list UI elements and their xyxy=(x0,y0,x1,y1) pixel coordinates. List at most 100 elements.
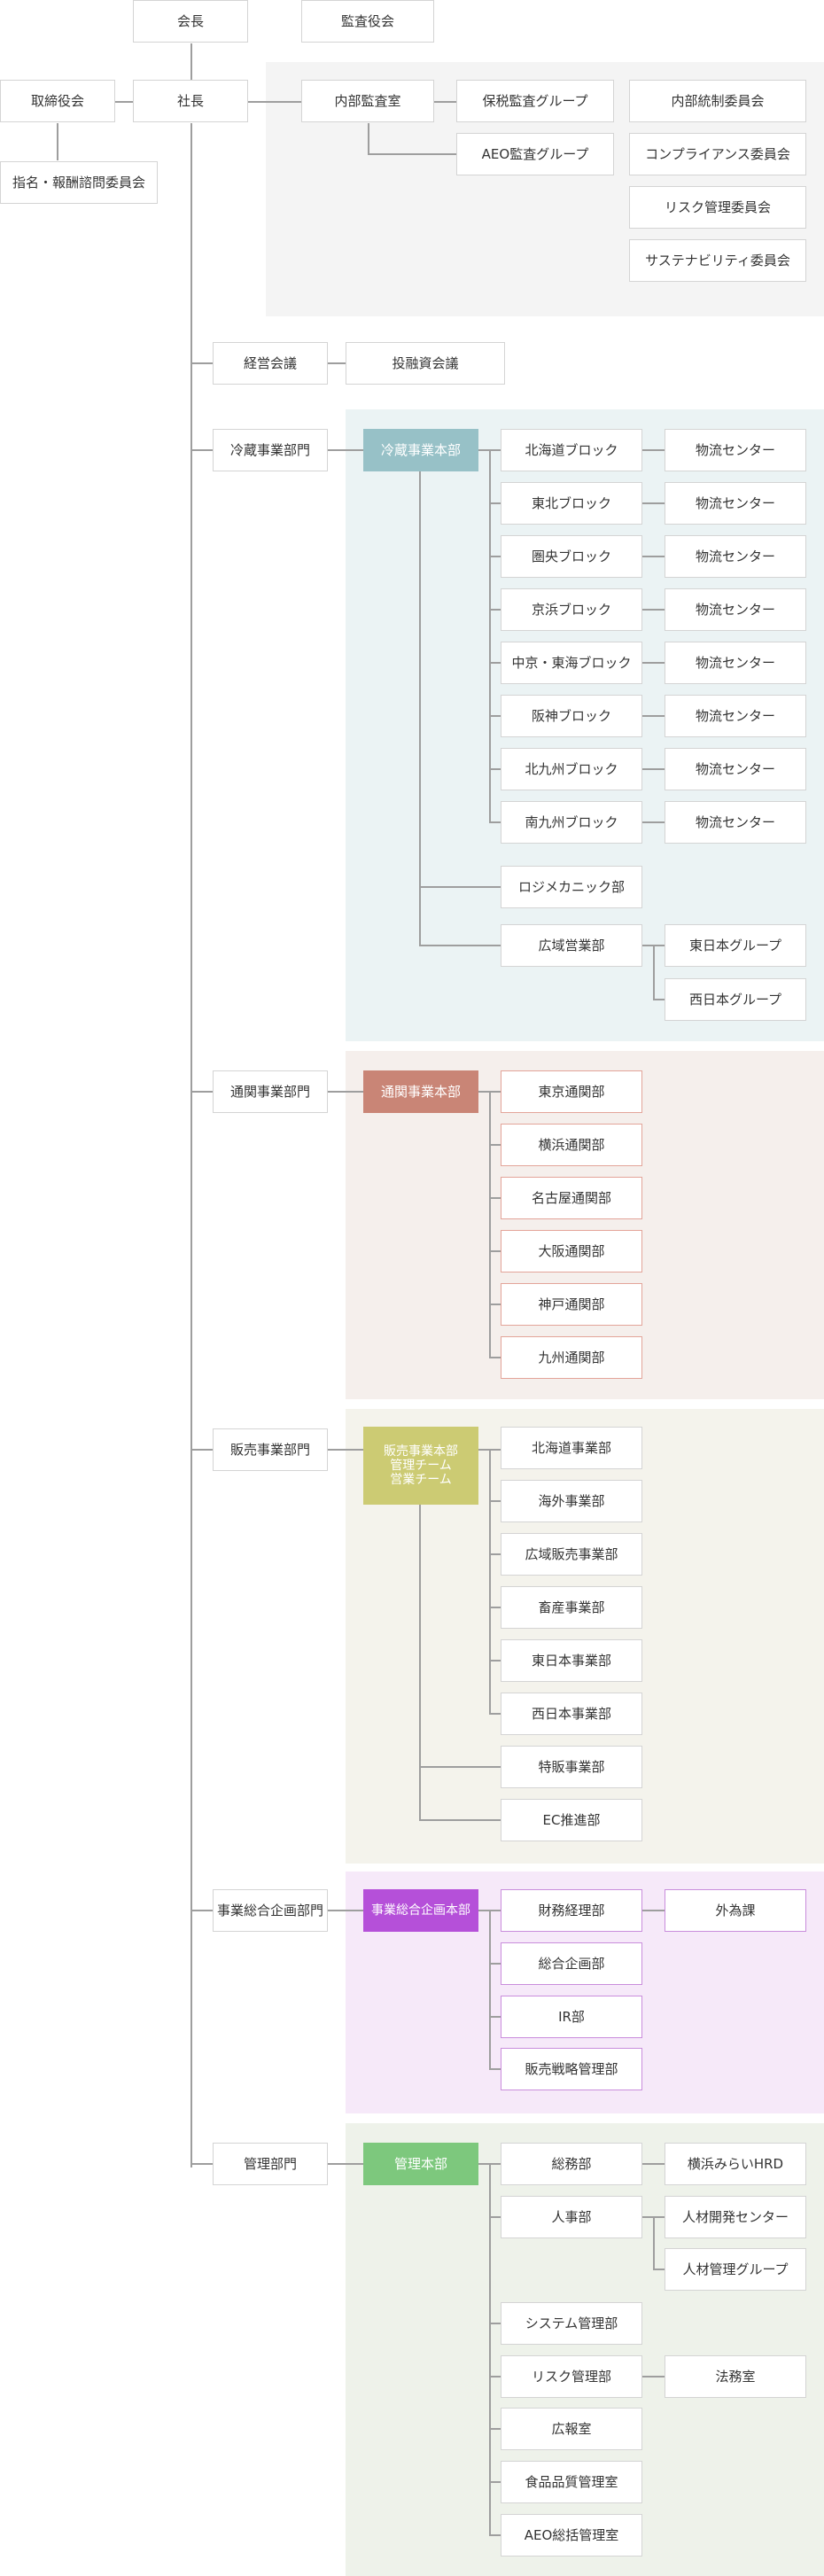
connector-line xyxy=(328,2163,363,2165)
logistics-center-box[interactable]: 物流センター xyxy=(665,748,806,790)
connector-line xyxy=(653,2217,655,2270)
internal-audit-box[interactable]: 内部監査室 xyxy=(301,80,434,122)
customs-unit-box[interactable]: 神戸通関部 xyxy=(501,1283,642,1326)
connector-line xyxy=(489,2323,501,2324)
hq-box-kanri[interactable]: 管理本部 xyxy=(363,2143,478,2185)
block-box[interactable]: 東北ブロック xyxy=(501,482,642,525)
connector-line xyxy=(489,450,491,823)
sales-group-box[interactable]: 東日本グループ xyxy=(665,924,806,967)
division-box-kanri[interactable]: 管理部門 xyxy=(213,2143,328,2185)
block-box[interactable]: 阪神ブロック xyxy=(501,695,642,737)
connector-line xyxy=(489,1713,501,1715)
customs-unit-box[interactable]: 横浜通関部 xyxy=(501,1124,642,1166)
customs-unit-box[interactable]: 東京通関部 xyxy=(501,1070,642,1113)
connector-line xyxy=(653,946,655,1000)
hr-sub-box[interactable]: 人材開発センター xyxy=(665,2196,806,2238)
connector-line xyxy=(191,449,213,451)
forex-box[interactable]: 外為課 xyxy=(665,1889,806,1932)
connector-line xyxy=(642,768,665,770)
sales-unit-box[interactable]: 特販事業部 xyxy=(501,1746,642,1788)
connector-line xyxy=(368,153,456,155)
block-box[interactable]: 中京・東海ブロック xyxy=(501,642,642,684)
connector-line xyxy=(489,2376,501,2378)
connector-line xyxy=(489,1963,501,1965)
sales-unit-box[interactable]: 西日本事業部 xyxy=(501,1693,642,1735)
investment-meeting-box[interactable]: 投融資会議 xyxy=(346,342,505,385)
planning-unit-box[interactable]: IR部 xyxy=(501,1996,642,2038)
connector-line xyxy=(642,609,665,611)
logistics-center-box[interactable]: 物流センター xyxy=(665,801,806,844)
hq-box-tsukan[interactable]: 通関事業本部 xyxy=(363,1070,478,1113)
management-meeting-box[interactable]: 経営会議 xyxy=(213,342,328,385)
block-box[interactable]: 南九州ブロック xyxy=(501,801,642,844)
sales-unit-box[interactable]: 海外事業部 xyxy=(501,1480,642,1522)
auditors-box[interactable]: 監査役会 xyxy=(301,0,434,43)
connector-line xyxy=(489,2164,491,2536)
hq-box-hanbai[interactable]: 販売事業本部 管理チーム 営業チーム xyxy=(363,1427,478,1505)
customs-unit-box[interactable]: 大阪通関部 xyxy=(501,1230,642,1272)
hq-box-kikaku[interactable]: 事業総合企画本部 xyxy=(363,1889,478,1932)
logistics-center-box[interactable]: 物流センター xyxy=(665,642,806,684)
wide-sales-box[interactable]: 広域営業部 xyxy=(501,924,642,967)
connector-line xyxy=(489,768,501,770)
admin-unit-box[interactable]: 総務部 xyxy=(501,2143,642,2185)
connector-line xyxy=(419,1766,501,1768)
sales-group-box[interactable]: 西日本グループ xyxy=(665,978,806,1021)
admin-unit-box[interactable]: AEO総括管理室 xyxy=(501,2514,642,2557)
admin-unit-box[interactable]: リスク管理部 xyxy=(501,2355,642,2398)
sales-unit-box[interactable]: 畜産事業部 xyxy=(501,1586,642,1629)
committee-box[interactable]: 内部統制委員会 xyxy=(629,80,806,122)
admin-unit-box[interactable]: システム管理部 xyxy=(501,2302,642,2345)
committee-box[interactable]: サステナビリティ委員会 xyxy=(629,239,806,282)
logistics-center-box[interactable]: 物流センター xyxy=(665,588,806,631)
block-box[interactable]: 京浜ブロック xyxy=(501,588,642,631)
logistics-center-box[interactable]: 物流センター xyxy=(665,695,806,737)
board-box[interactable]: 取締役会 xyxy=(0,80,115,122)
audit-group-box[interactable]: 保税監査グループ xyxy=(456,80,614,122)
connector-line xyxy=(328,1449,363,1451)
sales-unit-box[interactable]: 北海道事業部 xyxy=(501,1427,642,1469)
division-box-hanbai[interactable]: 販売事業部門 xyxy=(213,1428,328,1471)
connector-line xyxy=(489,2428,501,2430)
sales-unit-box[interactable]: EC推進部 xyxy=(501,1799,642,1841)
committee-box[interactable]: コンプライアンス委員会 xyxy=(629,133,806,175)
hq-box-reizou[interactable]: 冷蔵事業本部 xyxy=(363,429,478,471)
planning-unit-box[interactable]: 財務経理部 xyxy=(501,1889,642,1932)
admin-unit-box[interactable]: 食品品質管理室 xyxy=(501,2461,642,2503)
division-box-tsukan[interactable]: 通関事業部門 xyxy=(213,1070,328,1113)
logistics-center-box[interactable]: 物流センター xyxy=(665,535,806,578)
sales-unit-box[interactable]: 東日本事業部 xyxy=(501,1639,642,1682)
connector-line xyxy=(190,123,192,2167)
customs-unit-box[interactable]: 九州通関部 xyxy=(501,1336,642,1379)
planning-unit-box[interactable]: 総合企画部 xyxy=(501,1942,642,1985)
president-box[interactable]: 社長 xyxy=(133,80,248,122)
block-box[interactable]: 北海道ブロック xyxy=(501,429,642,471)
customs-unit-box[interactable]: 名古屋通関部 xyxy=(501,1177,642,1219)
audit-group-box[interactable]: AEO監査グループ xyxy=(456,133,614,175)
connector-line xyxy=(489,662,501,664)
planning-unit-box[interactable]: 販売戦略管理部 xyxy=(501,2048,642,2090)
legal-box[interactable]: 法務室 xyxy=(665,2355,806,2398)
division-box-reizou[interactable]: 冷蔵事業部門 xyxy=(213,429,328,471)
block-box[interactable]: 北九州ブロック xyxy=(501,748,642,790)
connector-line xyxy=(489,1092,491,1358)
connector-line xyxy=(419,1505,421,1821)
block-box[interactable]: 圏央ブロック xyxy=(501,535,642,578)
admin-unit-box[interactable]: 広報室 xyxy=(501,2408,642,2450)
connector-line xyxy=(368,123,369,154)
connector-line xyxy=(419,945,501,946)
connector-line xyxy=(191,1091,213,1093)
logistics-center-box[interactable]: 物流センター xyxy=(665,429,806,471)
admin-unit-box[interactable]: 人事部 xyxy=(501,2196,642,2238)
logistics-center-box[interactable]: 物流センター xyxy=(665,482,806,525)
connector-line xyxy=(642,1910,665,1911)
hr-sub-box[interactable]: 人材管理グループ xyxy=(665,2248,806,2291)
division-box-kikaku[interactable]: 事業総合企画部門 xyxy=(213,1889,328,1932)
hrd-box[interactable]: 横浜みらいHRD xyxy=(665,2143,806,2185)
chairman-box[interactable]: 会長 xyxy=(133,0,248,43)
logimechanic-box[interactable]: ロジメカニック部 xyxy=(501,866,642,908)
sales-unit-box[interactable]: 広域販売事業部 xyxy=(501,1533,642,1576)
nomination-committee-box[interactable]: 指名・報酬諮問委員会 xyxy=(0,161,158,204)
connector-line xyxy=(191,1449,213,1451)
committee-box[interactable]: リスク管理委員会 xyxy=(629,186,806,229)
